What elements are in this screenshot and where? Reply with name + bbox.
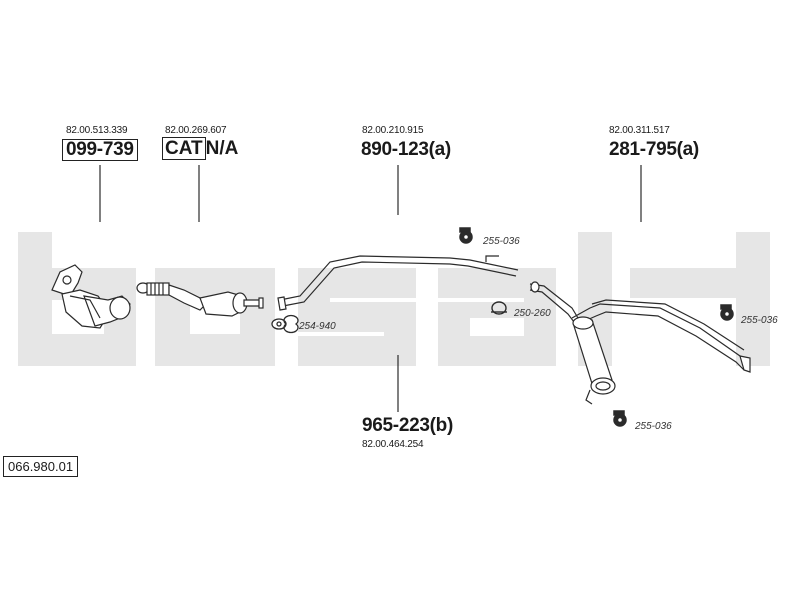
oem-number-5: 82.00.464.254 [362,439,424,450]
part-number-5[interactable]: 965-223(b) [362,415,453,436]
leader-lines [99,165,642,412]
rear-section-drawing [529,281,751,405]
accessory-label-5[interactable]: 255-036 [635,421,672,432]
oem-number-3: 82.00.210.915 [362,125,424,136]
part-number-1[interactable]: 099-739 [62,139,138,161]
accessory-label-3[interactable]: 250-260 [514,308,551,319]
rubber-hanger-icon [613,410,627,427]
oem-number-1: 82.00.513.339 [66,125,128,136]
cat-note: N/A [205,138,239,159]
part-number-3[interactable]: 890-123(a) [361,139,451,160]
gasket-icon [271,314,299,334]
oem-number-4: 82.00.311.517 [609,125,670,136]
rubber-hanger-icon [459,227,473,244]
oem-number-2: 82.00.269.607 [165,125,227,136]
accessory-label-4[interactable]: 255-036 [741,315,778,326]
watermark-logo [18,232,770,366]
accessory-label-2[interactable]: 254-940 [299,321,336,332]
front-pipe-cat-drawing [136,282,264,317]
cat-label: CAT [162,137,206,160]
part-number-4[interactable]: 281-795(a) [609,139,699,160]
rubber-hanger-icon [720,304,734,321]
manifold-catalyst-drawing [51,264,131,329]
accessory-label-1[interactable]: 255-036 [483,236,520,247]
clamp-icon [491,301,507,315]
diagram-reference: 066.980.01 [3,456,79,477]
middle-pipe-drawing [277,255,519,311]
